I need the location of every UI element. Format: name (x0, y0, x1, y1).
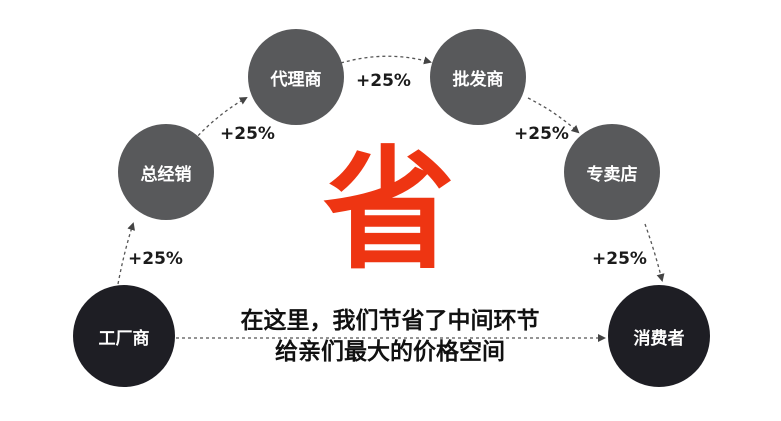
node-specialty-store: 专卖店 (564, 124, 660, 220)
node-general-distributor: 总经销 (118, 124, 214, 220)
center-save-character: 省 (323, 134, 455, 288)
arrow-factory-to-general (117, 222, 135, 285)
markup-label-general-to-agent: +25% (220, 124, 275, 144)
arrow-agent-to-wholesaler (340, 55, 432, 65)
node-consumer: 消费者 (608, 285, 710, 387)
slogan: 在这里，我们节省了中间环节 给亲们最大的价格空间 (185, 306, 595, 368)
node-wholesaler: 批发商 (430, 29, 526, 125)
markup-label-wholesaler-to-store: +25% (514, 124, 569, 144)
markup-label-agent-to-wholesaler: +25% (356, 71, 411, 91)
slogan-line-2: 给亲们最大的价格空间 (275, 339, 505, 365)
node-agent: 代理商 (248, 29, 344, 125)
arrow-general-to-agent (193, 97, 248, 141)
markup-label-store-to-consumer: +25% (592, 249, 647, 269)
slogan-line-1: 在这里，我们节省了中间环节 (240, 308, 540, 334)
node-factory: 工厂商 (73, 285, 175, 387)
markup-label-factory-to-general: +25% (128, 249, 183, 269)
arrow-wholesaler-to-store (527, 97, 580, 134)
arrow-store-to-consumer (644, 223, 665, 282)
